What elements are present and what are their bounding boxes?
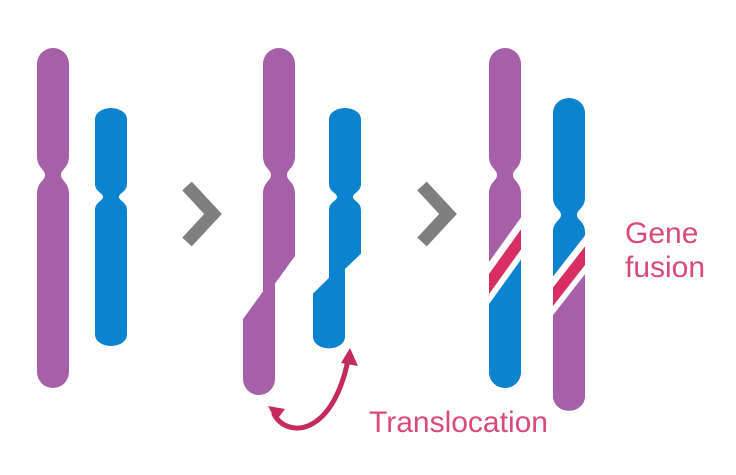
- chevron-arrow-1: [182, 181, 222, 247]
- translocation-arrow-curve: [271, 357, 351, 431]
- chevron-right-icon: [417, 181, 457, 247]
- derivative-chromosome-purple-blue: [489, 48, 521, 388]
- panel-normal-chromosomes: [37, 48, 127, 388]
- translocation-label: Translocation: [369, 406, 548, 439]
- derivative-chromosome-blue-purple: [553, 98, 585, 411]
- gene-fusion-label: Gene fusion: [625, 217, 707, 284]
- chromosome-purple-broken-upper: [263, 48, 295, 300]
- chromosome-blue-normal: [95, 108, 127, 346]
- translocation-arrowhead-left: [268, 406, 285, 421]
- gene-fusion-label-line1: Gene: [625, 217, 698, 250]
- chromosome-purple-broken-fragment: [243, 275, 275, 395]
- panel-derivative-chromosomes: [489, 48, 585, 411]
- translocation-arrowhead-right: [341, 348, 358, 366]
- translocation-double-arrow: [268, 348, 358, 431]
- chevron-arrow-2: [417, 181, 457, 247]
- chevron-right-icon: [182, 181, 222, 247]
- chromosome-purple-normal: [37, 48, 69, 388]
- chromosome-blue-broken-upper: [329, 108, 361, 285]
- panel-broken-chromosomes: [243, 48, 361, 395]
- gene-fusion-label-line2: fusion: [625, 251, 705, 284]
